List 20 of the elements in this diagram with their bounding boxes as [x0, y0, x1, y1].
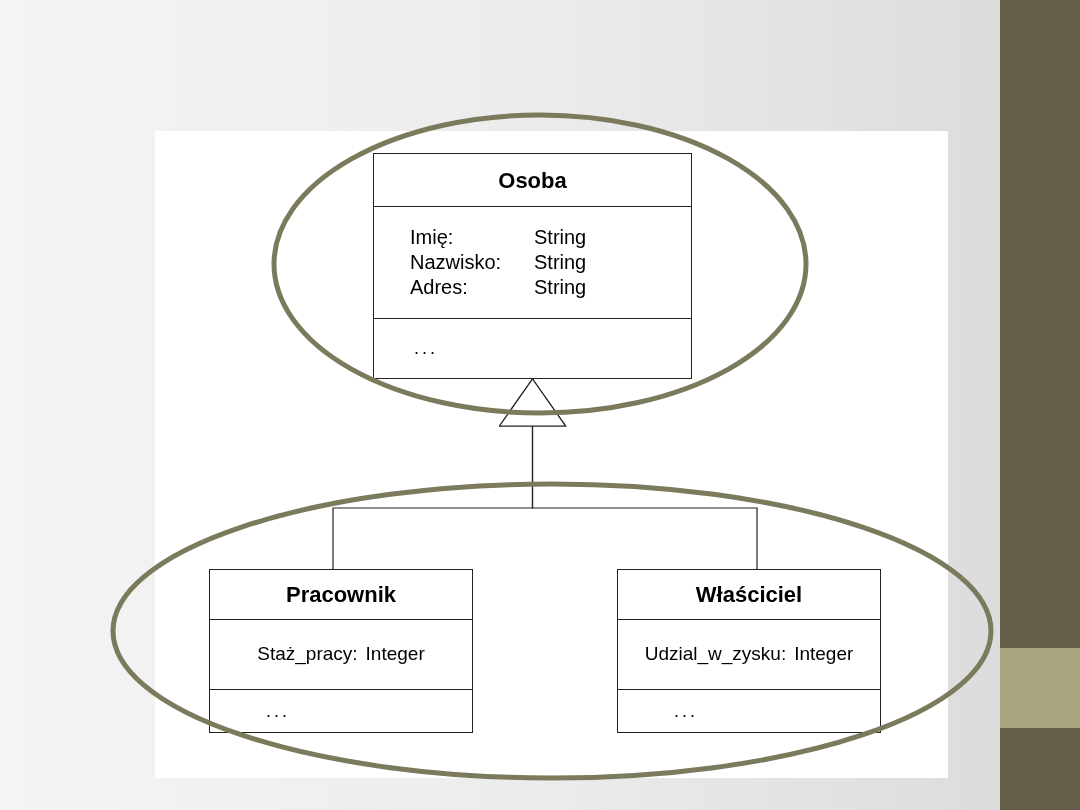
class-name: Właściciel: [695, 581, 803, 609]
attribute-name: Staż_pracy:: [257, 642, 358, 667]
operations-ellipsis: ...: [414, 337, 438, 360]
class-name: Osoba: [498, 166, 567, 195]
class-box: [373, 153, 692, 379]
class-box: [617, 569, 881, 733]
operations-ellipsis: ...: [674, 699, 698, 723]
attribute-name: Udzial_w_zysku:: [644, 642, 787, 667]
operations-ellipsis: ...: [266, 699, 290, 723]
class-name: Pracownik: [285, 581, 396, 609]
attribute-name: Nazwisko:: [410, 250, 503, 275]
attribute-name: Adres:: [410, 275, 469, 300]
attribute-name: Imię:: [410, 225, 455, 250]
attribute-type: Integer: [794, 642, 854, 667]
attribute-type: String: [534, 250, 587, 275]
attribute-type: Integer: [365, 642, 425, 667]
class-box: [209, 569, 473, 733]
generalization-arrow: [498, 378, 758, 570]
attribute-type: String: [534, 225, 587, 250]
attribute-type: String: [534, 275, 587, 300]
